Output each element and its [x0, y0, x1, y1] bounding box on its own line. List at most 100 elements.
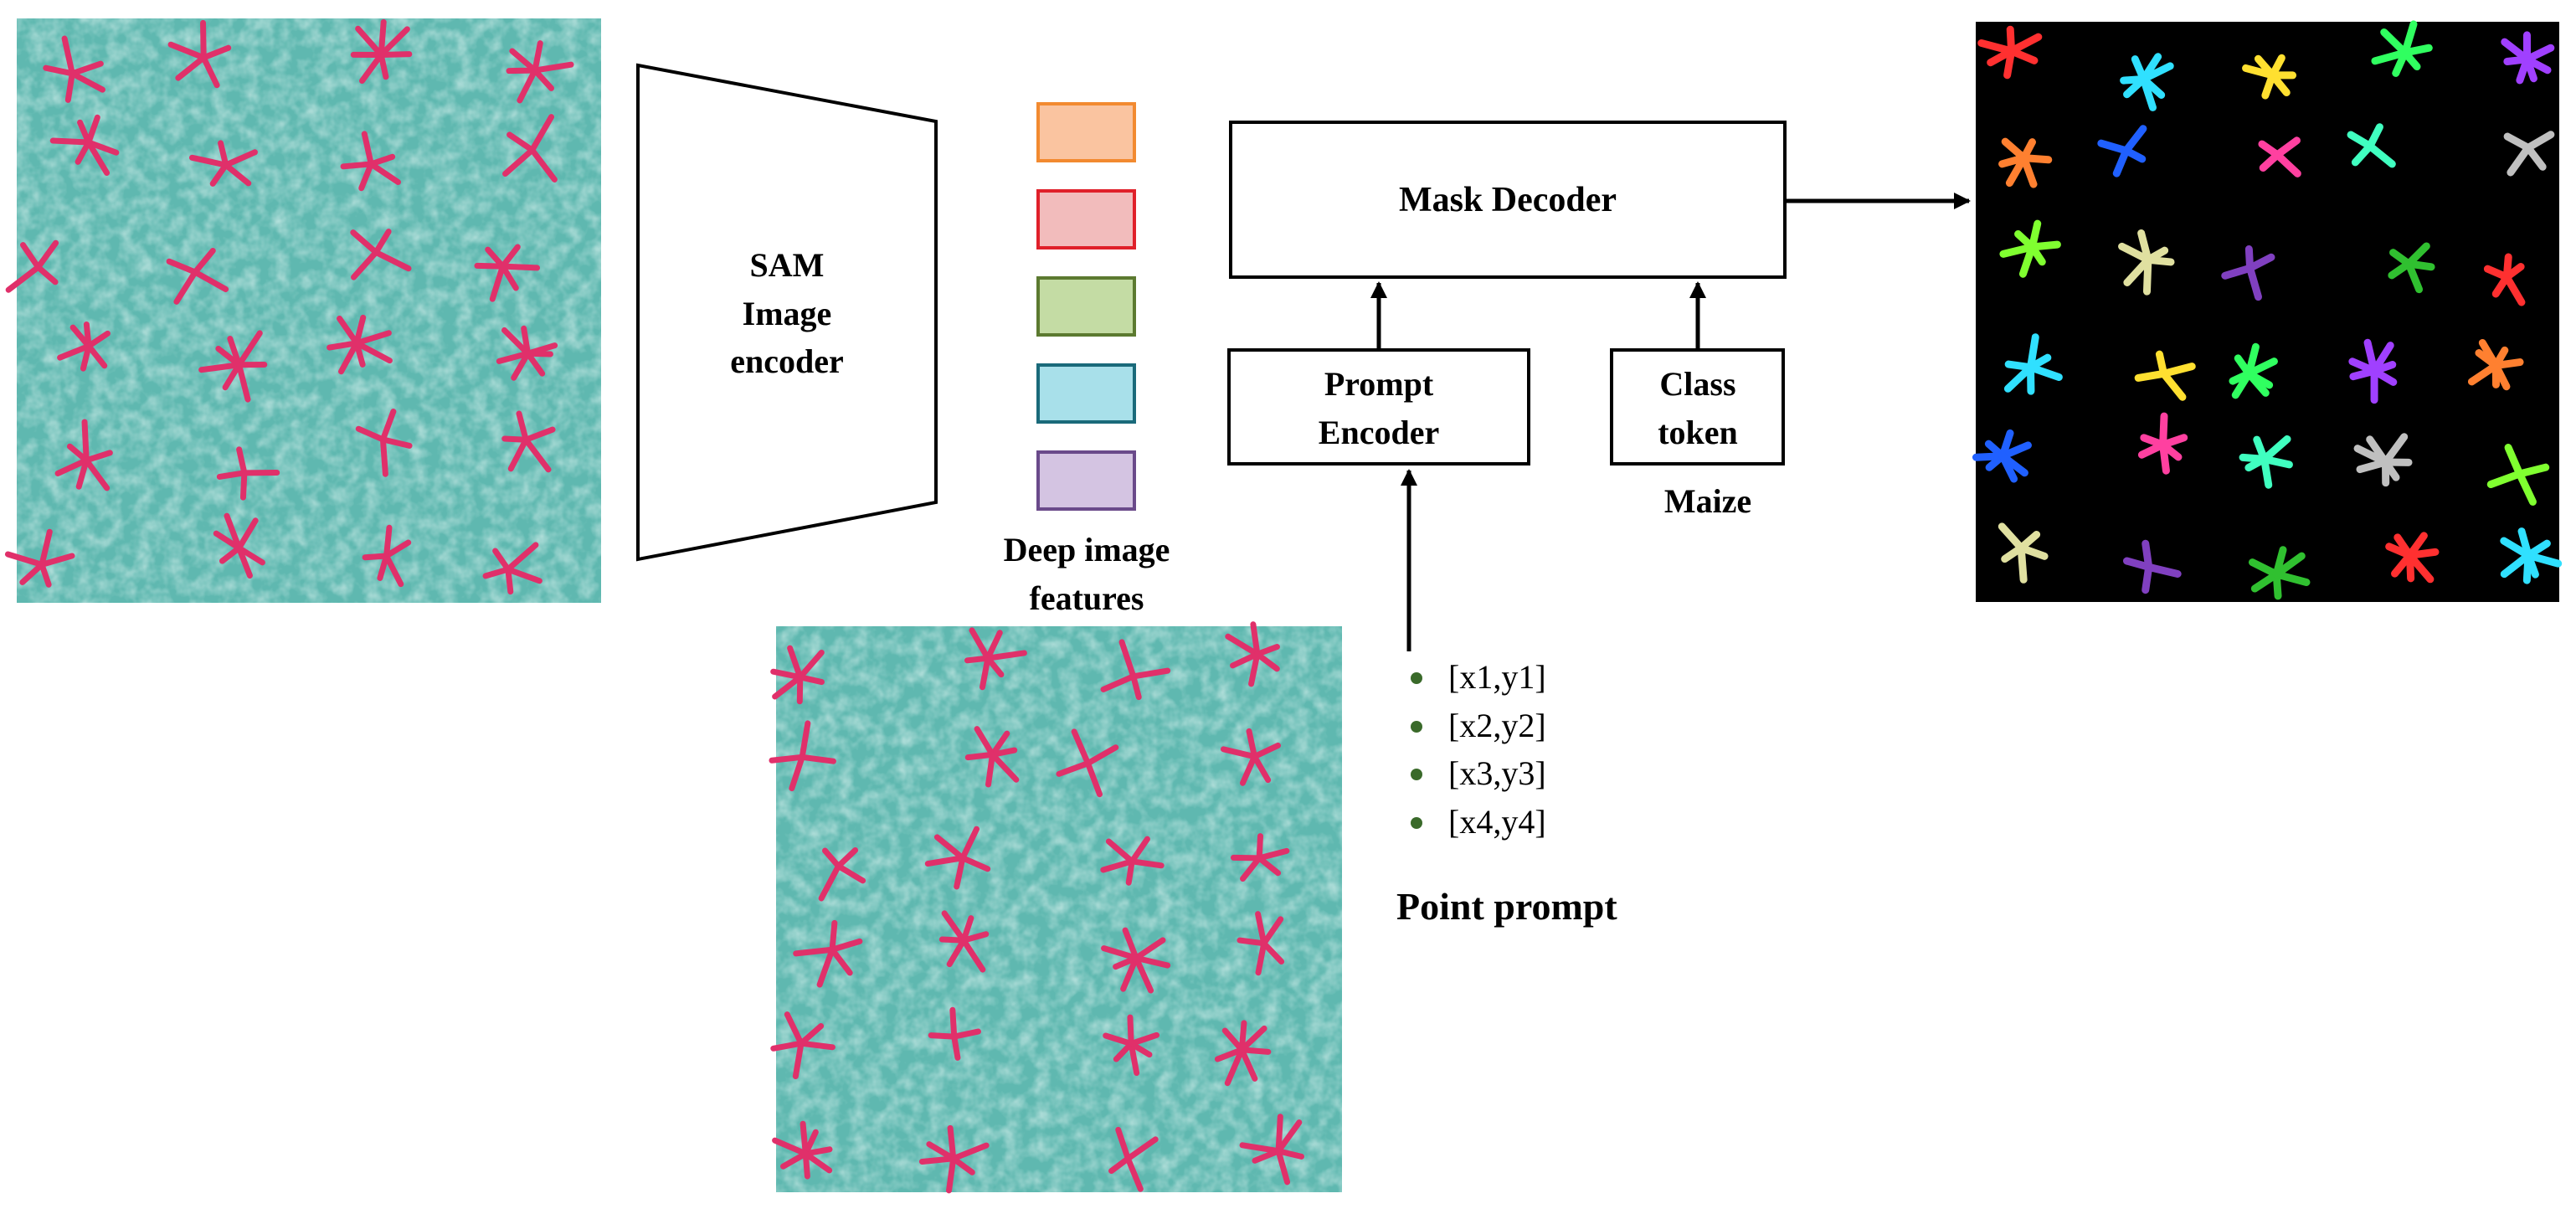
leaf-stroke [802, 1150, 810, 1180]
leaf-stroke [798, 1040, 836, 1051]
leaf-stroke [2017, 543, 2028, 584]
leaf-stroke [509, 48, 538, 74]
leaf-stroke [39, 561, 52, 588]
leaf-stroke [224, 512, 243, 552]
leaf-stroke [19, 242, 42, 270]
leaf-stroke [985, 655, 1005, 678]
leaf-stroke [829, 946, 853, 976]
input-field-image [4, 18, 601, 603]
sam-image-encoder: SAM Image encoder [636, 63, 938, 562]
leaf-stroke [2097, 139, 2131, 155]
leaf-stroke [1998, 452, 2028, 477]
leaf-stroke [950, 1155, 975, 1175]
leaf-stroke [985, 751, 995, 788]
leaf-stroke [1115, 1126, 1131, 1162]
leaf-stroke [1238, 1020, 1247, 1053]
leaf-stroke [1238, 1047, 1272, 1055]
point-coord-1: [x1,y1] [1448, 658, 1546, 696]
leaf-stroke [2112, 147, 2131, 177]
leaf-stroke [799, 754, 836, 764]
leaf-stroke [350, 229, 379, 255]
leaf-stroke [1239, 1142, 1282, 1155]
leaf-stroke [946, 937, 967, 968]
leaf-stroke [926, 1141, 957, 1162]
leaf-stroke [989, 730, 1010, 758]
point-bullet [1411, 672, 1422, 684]
leaf-stroke [2159, 412, 2168, 449]
feature-block-red [1036, 189, 1136, 249]
leaf-stroke [1275, 1119, 1303, 1155]
leaf-stroke [209, 162, 229, 187]
leaf-stroke [2244, 369, 2270, 397]
leaf-stroke [223, 162, 252, 187]
leaf-stroke [918, 1155, 957, 1165]
leaf-stroke [928, 1032, 958, 1040]
leaf-stroke [353, 340, 393, 364]
leaf-stroke [83, 457, 111, 491]
leaf-stroke [1120, 954, 1139, 992]
leaf-stroke [167, 41, 207, 61]
leaf-stroke [362, 553, 390, 561]
leaf-stroke [219, 545, 243, 564]
leaf-stroke [979, 655, 991, 691]
leaf-stroke [192, 269, 229, 292]
leaf-stroke [1130, 667, 1171, 680]
point-coord-4: [x4,y4] [1448, 803, 1546, 841]
point-bullet [1411, 817, 1422, 829]
leaf-stroke [924, 855, 966, 867]
leaf-stroke [2246, 264, 2263, 301]
leaf-stroke [1238, 1047, 1258, 1082]
leaf-stroke [2018, 243, 2036, 278]
leaf-stroke [1085, 744, 1119, 767]
leaf-stroke [947, 1124, 957, 1162]
leaf-stroke [529, 147, 558, 183]
leaf-stroke [941, 910, 967, 944]
leaf-stroke [1113, 1041, 1134, 1062]
leaf-stroke [2272, 570, 2311, 586]
leaf-stroke [39, 553, 75, 568]
leaf-stroke [951, 1033, 961, 1061]
leaf-stroke [2273, 151, 2301, 177]
class-token-box: Class token Maize [1610, 348, 1785, 520]
leaf-stroke [383, 539, 412, 559]
leaf-stroke [799, 720, 811, 760]
leaf-stroke [829, 919, 838, 953]
leaf-stroke [2248, 558, 2280, 579]
leaf-stroke [2139, 62, 2174, 83]
leaf-stroke [200, 54, 220, 89]
leaf-stroke [1103, 1032, 1134, 1047]
leaf-stroke [1133, 937, 1166, 961]
leaf-stroke [236, 517, 259, 552]
leaf-stroke [787, 645, 804, 681]
leaf-stroke [2142, 563, 2153, 594]
leaf-stroke [2507, 143, 2532, 177]
leaf-stroke [516, 410, 529, 443]
leaf-stroke [236, 330, 263, 368]
leaf-stroke [505, 566, 542, 584]
leaf-stroke [1250, 621, 1261, 657]
leaf-stroke [83, 450, 113, 464]
leaf-stroke [969, 627, 991, 661]
leaf-stroke [529, 114, 555, 153]
leaf-stroke [1118, 639, 1137, 680]
leaf-stroke [2491, 358, 2524, 370]
leaf-stroke [1239, 855, 1262, 882]
leaf-stroke [2001, 137, 2028, 162]
leaf-stroke [2001, 543, 2025, 563]
leaf-stroke [2380, 28, 2409, 57]
leaf-stroke [2516, 463, 2550, 478]
leaf-stroke [351, 249, 379, 280]
leaf-stroke [511, 350, 531, 381]
leaf-stroke [2027, 333, 2039, 372]
leaf-stroke [2478, 339, 2500, 370]
leaf-stroke [818, 862, 841, 902]
leaf-stroke [524, 350, 546, 377]
leaf-stroke [1275, 1114, 1283, 1155]
features-label-line2: features [1030, 579, 1144, 617]
leaf-stroke [2524, 551, 2563, 568]
leaf-stroke [2028, 219, 2042, 251]
leaf-stroke [816, 946, 836, 988]
mask-decoder-label: Mask Decoder [1399, 181, 1617, 219]
leaf-stroke [2160, 369, 2187, 401]
leaf-stroke [954, 855, 966, 890]
